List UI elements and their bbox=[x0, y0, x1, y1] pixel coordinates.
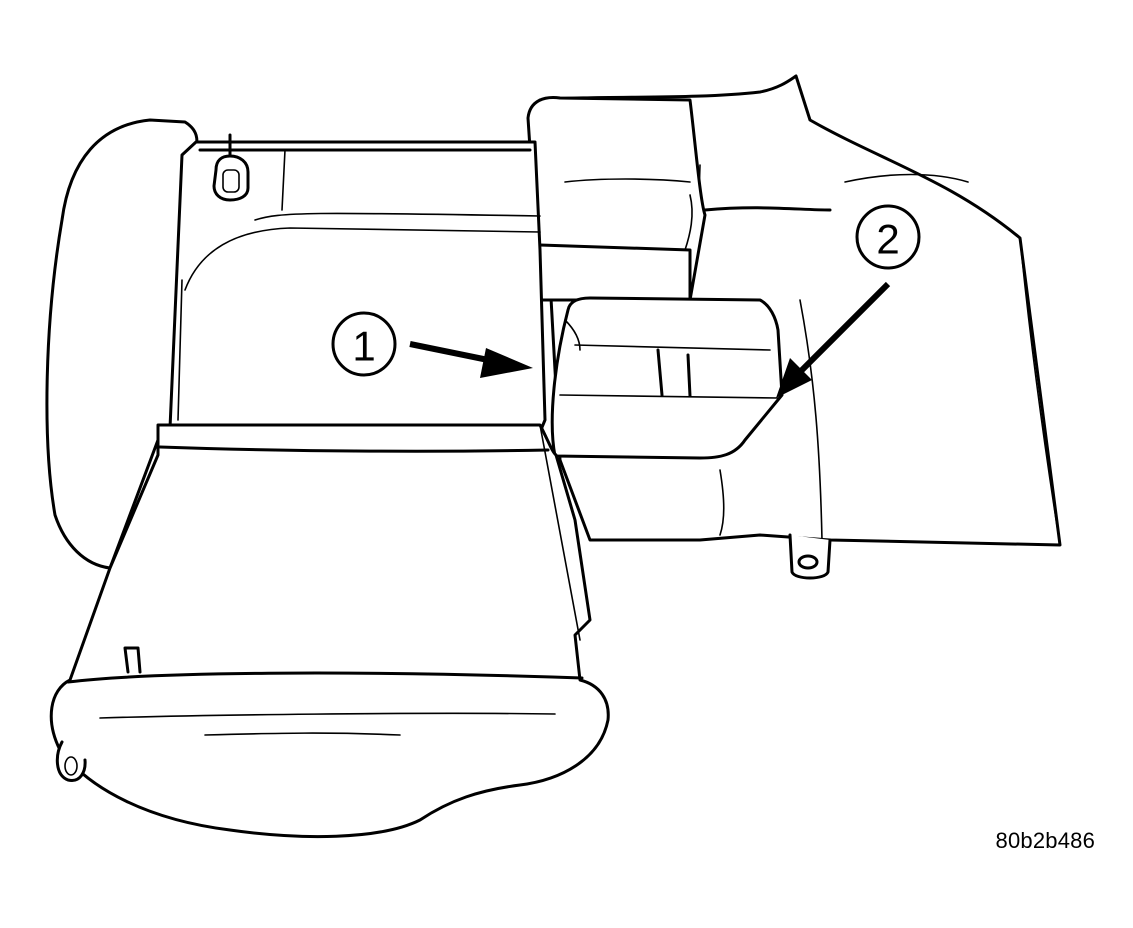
callout-2: 2 bbox=[776, 204, 921, 398]
seat-latch bbox=[212, 133, 250, 202]
callout-1-label: 1 bbox=[352, 323, 375, 370]
callout-1: 1 bbox=[331, 311, 533, 378]
right-seatback bbox=[526, 96, 707, 302]
callout-2-label: 2 bbox=[876, 216, 899, 263]
armrest bbox=[550, 296, 784, 460]
cushion-loop bbox=[55, 740, 87, 782]
left-seatback bbox=[45, 118, 547, 570]
seat-cushion bbox=[49, 423, 610, 839]
figure-id-label: 80b2b486 bbox=[995, 828, 1095, 853]
mounting-bracket bbox=[788, 533, 832, 580]
